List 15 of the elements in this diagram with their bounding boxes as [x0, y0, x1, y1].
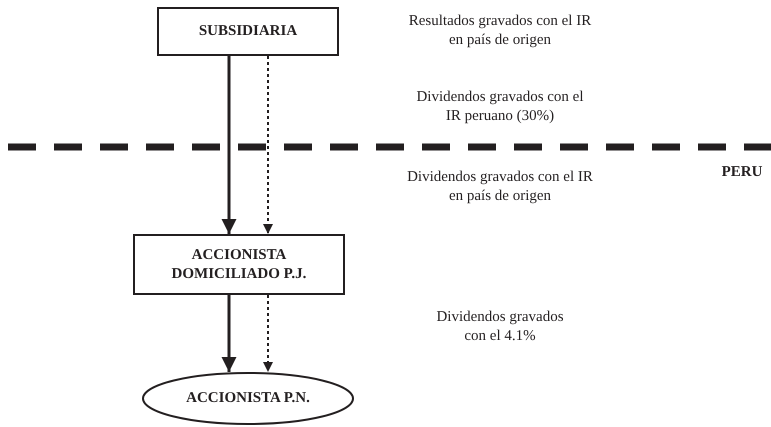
node-label: ACCIONISTA P.N. — [186, 389, 310, 408]
node-label: SUBSIDIARIA — [198, 22, 298, 41]
arrow — [222, 56, 236, 234]
node-label: ACCIONISTA DOMICILIADO P.J. — [170, 246, 308, 284]
entity-box — [157, 7, 339, 56]
arrow — [222, 295, 236, 372]
note-text: Dividendos gravados con el IR peruano (30%) — [415, 88, 585, 126]
ellipse-node — [142, 372, 354, 425]
note-text: Resultados gravados con el IR en país de origen — [408, 12, 592, 50]
arrow — [263, 295, 273, 372]
region-label: PERU — [720, 163, 764, 182]
note-text: Dividendos gravados con el 4.1% — [435, 308, 565, 346]
entity-box — [133, 234, 345, 295]
note-text: Dividendos gravados con el IR en país de origen — [406, 168, 594, 206]
arrow — [263, 56, 273, 234]
